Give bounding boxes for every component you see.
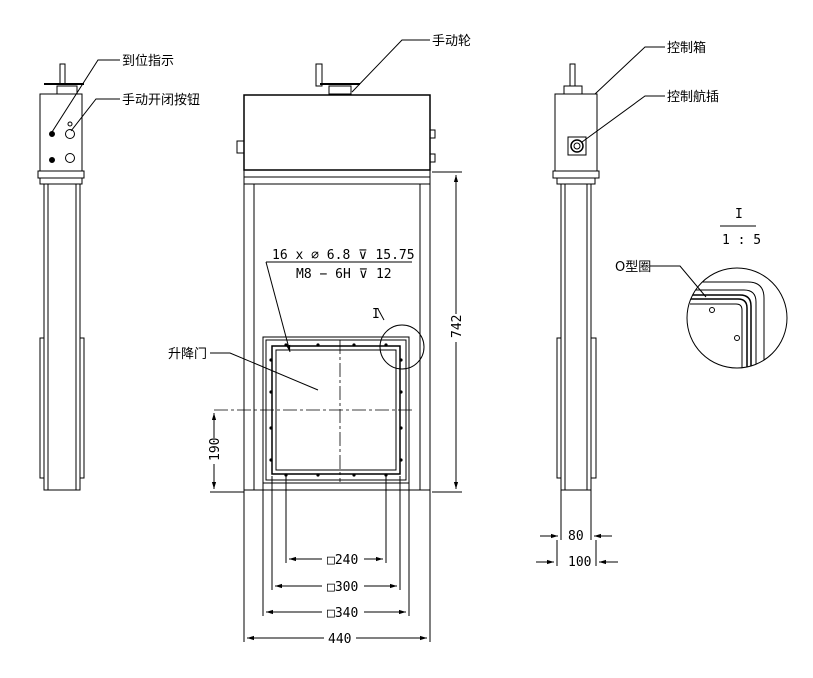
door-bolt-holes	[269, 343, 403, 477]
dim-190-text: 190	[208, 438, 223, 461]
left-handwheel	[44, 63, 84, 95]
hole-note-line2: M8 − 6H ⊽ 12	[296, 267, 392, 282]
hole-note-leader	[265, 261, 412, 353]
label-aviation-plug: 控制航插	[667, 89, 719, 105]
dim-80-text: 80	[568, 529, 584, 544]
label-control-box: 控制箱	[667, 40, 706, 56]
label-position-indicator: 到位指示	[122, 54, 174, 69]
left-control-head	[39, 93, 83, 172]
frame-left-post	[243, 183, 255, 491]
center-lines	[214, 340, 412, 482]
detail-i-view	[686, 267, 788, 369]
right-control-box	[554, 93, 598, 172]
detail-title: I	[735, 207, 743, 222]
manual-button-icon	[65, 129, 75, 139]
front-control-box	[243, 94, 431, 171]
aviation-plug-icon	[567, 136, 587, 156]
right-leaders	[581, 46, 665, 143]
left-side-view	[37, 63, 85, 491]
o-ring-leader	[650, 265, 707, 298]
right-side-view	[552, 63, 600, 491]
hole-note-line1: 16 x ∅ 6.8 ⊽ 15.75	[272, 248, 415, 263]
dim-300-text: □300	[327, 580, 358, 595]
dim-240-text: □240	[327, 553, 358, 568]
label-o-ring: O型圈	[615, 260, 651, 275]
dim-100-text: 100	[568, 555, 591, 570]
front-handwheel	[315, 63, 360, 95]
dim-80	[540, 490, 612, 540]
position-indicator-icon	[49, 131, 55, 137]
dim-742-text: 742	[450, 315, 465, 338]
front-leaders	[210, 39, 430, 391]
bottom-extension-lines	[243, 476, 431, 642]
label-lift-door: 升降门	[168, 347, 207, 362]
label-handwheel: 手动轮	[432, 34, 471, 49]
left-leaders	[51, 59, 120, 133]
dim-440-text: 440	[328, 632, 351, 647]
dim-100	[536, 540, 618, 566]
dim-340-text: □340	[327, 606, 358, 621]
left-column	[43, 183, 81, 491]
detail-i-marker	[377, 308, 425, 370]
detail-scale: 1 : 5	[722, 233, 761, 248]
right-handwheel	[563, 63, 583, 95]
detail-ref-label: I	[372, 307, 380, 322]
label-manual-button: 手动开闭按钮	[122, 93, 200, 108]
